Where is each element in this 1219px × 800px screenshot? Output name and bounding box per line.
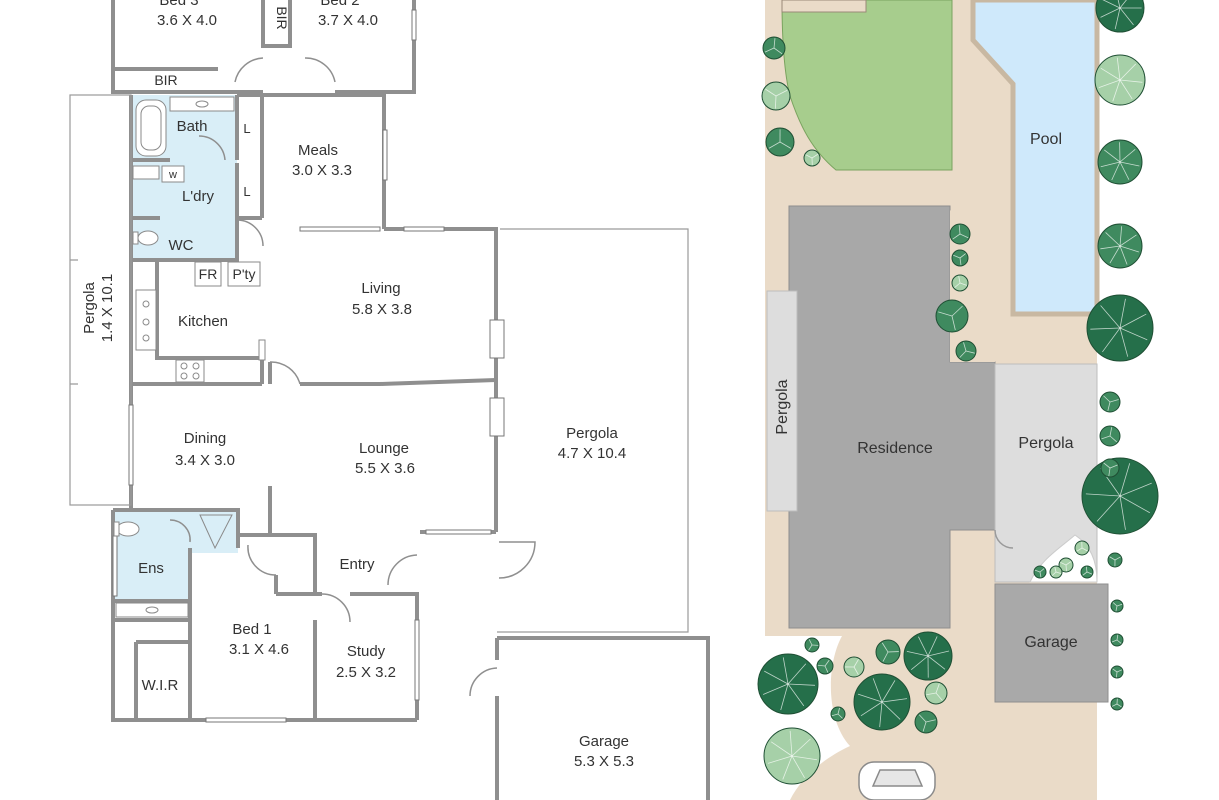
tree bbox=[955, 340, 977, 362]
garage-site bbox=[994, 583, 1109, 703]
tree bbox=[924, 681, 948, 705]
tree bbox=[1049, 565, 1063, 579]
label-garage: Garage bbox=[579, 733, 629, 750]
tree bbox=[951, 249, 969, 267]
tree bbox=[1095, 0, 1145, 33]
tree bbox=[949, 223, 971, 245]
label-meals: Meals bbox=[298, 142, 338, 159]
tree bbox=[935, 299, 969, 333]
label-wir: W.I.R bbox=[142, 677, 179, 694]
tree bbox=[1081, 457, 1159, 535]
tree bbox=[1097, 223, 1143, 269]
label-fridge: FR bbox=[199, 266, 218, 282]
dims-meals: 3.0 X 3.3 bbox=[292, 162, 352, 179]
label-dining: Dining bbox=[184, 430, 227, 447]
tree bbox=[803, 149, 821, 167]
tree bbox=[757, 653, 819, 715]
tree bbox=[763, 727, 821, 785]
tree bbox=[1094, 54, 1146, 106]
tree bbox=[1110, 697, 1124, 711]
site-label-pool: Pool bbox=[1030, 131, 1062, 148]
label-bath: Bath bbox=[177, 118, 208, 135]
tree bbox=[804, 637, 820, 653]
tree bbox=[1033, 565, 1047, 579]
tree bbox=[875, 639, 901, 665]
label-kitchen: Kitchen bbox=[178, 313, 228, 330]
label-bed2: Bed 2 bbox=[320, 0, 359, 9]
label-pergola-side: Pergola bbox=[81, 281, 98, 333]
label-linen-2: L bbox=[243, 184, 250, 199]
site-label-pergola-left: Pergola bbox=[774, 379, 791, 434]
dims-garage: 5.3 X 5.3 bbox=[574, 753, 634, 770]
dims-bed3: 3.6 X 4.0 bbox=[157, 12, 217, 29]
label-wc: WC bbox=[169, 237, 194, 254]
dims-pergola-main: 4.7 X 10.4 bbox=[558, 445, 626, 462]
pool bbox=[970, 0, 1100, 317]
room-labels: Bed 3 3.6 X 4.0 Bed 2 3.7 X 4.0 BIR BIR … bbox=[81, 0, 634, 770]
tree bbox=[853, 673, 911, 731]
tree bbox=[1058, 557, 1074, 573]
label-linen-1: L bbox=[243, 121, 250, 136]
tree bbox=[765, 127, 795, 157]
dims-living: 5.8 X 3.8 bbox=[352, 301, 412, 318]
dims-bed1: 3.1 X 4.6 bbox=[229, 641, 289, 658]
dims-bed2: 3.7 X 4.0 bbox=[318, 12, 378, 29]
tree bbox=[1099, 425, 1121, 447]
tree bbox=[1080, 565, 1094, 579]
car bbox=[858, 761, 936, 800]
tree bbox=[1110, 599, 1124, 613]
tree bbox=[1110, 633, 1124, 647]
tree bbox=[830, 706, 846, 722]
label-ensuite: Ens bbox=[138, 560, 164, 577]
pergola-outlines bbox=[69, 94, 689, 633]
lawn bbox=[781, 0, 953, 171]
label-bed3: Bed 3 bbox=[159, 0, 198, 9]
tree bbox=[1099, 391, 1121, 413]
label-pantry: P'ty bbox=[233, 266, 256, 282]
label-washer: w bbox=[168, 169, 177, 181]
label-entry: Entry bbox=[339, 556, 375, 573]
floor-plan: Bed 3 3.6 X 4.0 Bed 2 3.7 X 4.0 BIR BIR … bbox=[69, 0, 710, 800]
top-fence bbox=[781, 0, 867, 13]
tree bbox=[762, 36, 786, 60]
windows bbox=[112, 9, 505, 723]
site-label-residence: Residence bbox=[857, 440, 933, 457]
tree bbox=[761, 81, 791, 111]
tree bbox=[1110, 665, 1124, 679]
tree bbox=[1074, 540, 1090, 556]
tree bbox=[843, 656, 865, 678]
label-laundry: L'dry bbox=[182, 188, 215, 205]
tree bbox=[903, 631, 953, 681]
site-plan: Pool Residence Pergola Pergola Garage bbox=[757, 0, 1159, 800]
tree bbox=[1097, 139, 1143, 185]
label-pergola-main: Pergola bbox=[566, 425, 618, 442]
pergola-left-site bbox=[766, 290, 798, 512]
label-living: Living bbox=[361, 280, 400, 297]
doors bbox=[169, 57, 536, 697]
tree bbox=[1086, 294, 1154, 362]
label-lounge: Lounge bbox=[359, 440, 409, 457]
tree bbox=[1100, 458, 1120, 478]
tree bbox=[914, 710, 938, 734]
tree bbox=[1107, 552, 1123, 568]
tree bbox=[951, 274, 969, 292]
dims-dining: 3.4 X 3.0 bbox=[175, 452, 235, 469]
pergola-right-door bbox=[994, 529, 1014, 549]
site-label-garage: Garage bbox=[1024, 634, 1077, 651]
dims-lounge: 5.5 X 3.6 bbox=[355, 460, 415, 477]
label-bir-side: BIR bbox=[274, 6, 290, 29]
label-bir-top: BIR bbox=[154, 72, 177, 88]
label-study: Study bbox=[347, 643, 386, 660]
tree bbox=[816, 657, 834, 675]
fixtures bbox=[113, 96, 266, 618]
label-bed1: Bed 1 bbox=[232, 621, 271, 638]
trees bbox=[757, 0, 1159, 785]
dims-study: 2.5 X 3.2 bbox=[336, 664, 396, 681]
site-label-pergola-right: Pergola bbox=[1018, 435, 1073, 452]
dims-pergola-side: 1.4 X 10.1 bbox=[99, 274, 116, 342]
